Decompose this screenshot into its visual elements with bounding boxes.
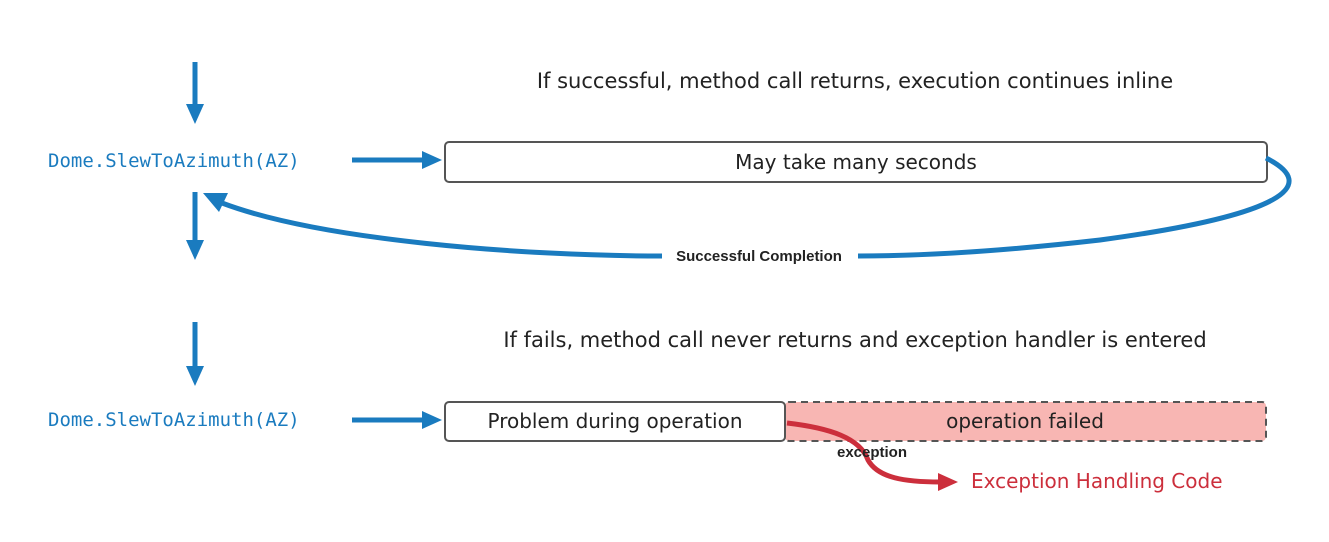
bottom-call-arrow (352, 411, 442, 429)
success-return-arrow (203, 155, 1292, 259)
bottom-caption: If fails, method call never returns and … (503, 328, 1206, 352)
problem-box: Problem during operation (444, 401, 786, 442)
failed-operation-label: operation failed (946, 409, 1104, 433)
success-return-label: Successful Completion (676, 248, 842, 265)
top-operation-box: May take many seconds (444, 141, 1268, 183)
failed-operation-box: operation failed (784, 401, 1267, 442)
bottom-incoming-arrow (186, 322, 204, 386)
top-method-call: Dome.SlewToAzimuth(AZ) (48, 150, 300, 172)
top-incoming-arrow (186, 62, 204, 124)
bottom-method-call: Dome.SlewToAzimuth(AZ) (48, 409, 300, 431)
exception-handler-label: Exception Handling Code (971, 469, 1223, 493)
exception-arrow (786, 420, 958, 491)
top-caption: If successful, method call returns, exec… (537, 69, 1173, 93)
top-operation-label: May take many seconds (735, 150, 977, 174)
top-call-arrow (352, 151, 442, 169)
exception-label: exception (837, 444, 907, 461)
top-outgoing-arrow (186, 192, 204, 260)
problem-label: Problem during operation (487, 409, 742, 433)
